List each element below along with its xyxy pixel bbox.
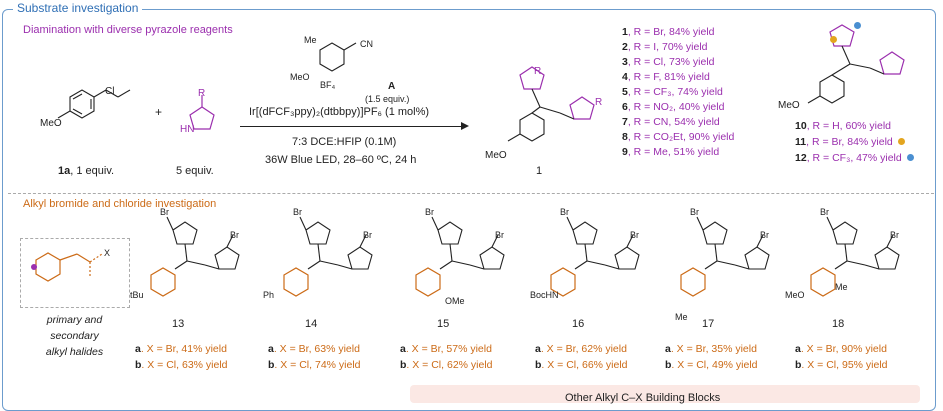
section-title-diamination: Diamination with diverse pyrazole reagen… [23, 24, 233, 36]
compound-number: 13 [172, 318, 185, 330]
catalyst-a-label: A [388, 81, 396, 92]
bromo-label: Br [160, 207, 169, 217]
catalyst-bf4: BF₄ [320, 80, 336, 90]
compound-structure [550, 216, 640, 297]
conditions-text: 36W Blue LED, 28–60 ºC, 24 h [265, 154, 417, 166]
substituent-label: Ph [263, 290, 275, 300]
substituent-label: BocHN [530, 290, 559, 300]
product-yield-item: 8, R = CO₂Et, 90% yield [622, 131, 735, 143]
product-yield-item-right: 10, R = H, 60% yield [795, 120, 892, 132]
product-yield-item: 1, R = Br, 84% yield [622, 26, 715, 38]
compound-structure [150, 216, 240, 297]
yield-line-a: a. X = Br, 41% yield [135, 343, 227, 355]
yield-line-a: a. X = Br, 62% yield [535, 343, 627, 355]
other-building-blocks-text: Other Alkyl C–X Building Blocks [565, 392, 721, 404]
product-r-right: R [595, 97, 603, 108]
substrate-1a-label: 1a, 1 equiv. [58, 165, 115, 177]
halide-generic-structure [31, 252, 103, 282]
compound-structure [283, 216, 373, 297]
halide-caption-3: alkyl halides [45, 346, 104, 358]
yield-line-b: b. X = Cl, 63% yield [135, 359, 228, 371]
catalyst-cn: CN [360, 39, 373, 49]
generic-x-label: X [104, 248, 111, 258]
blue-marker-dot [854, 22, 861, 29]
bromo-label: Br [560, 207, 569, 217]
substituent-label: tBu [130, 290, 144, 300]
product-r-left: R [534, 66, 542, 77]
halide-caption-2: secondary [50, 330, 99, 342]
compound-number: 18 [832, 318, 845, 330]
yield-line-b: b. X = Cl, 49% yield [665, 359, 758, 371]
compound-structure [680, 216, 770, 297]
pyrazole-equiv-label: 5 equiv. [176, 165, 214, 177]
compound-number: 17 [702, 318, 715, 330]
yield-marker-dot [906, 154, 914, 161]
product-1-label: 1 [536, 165, 543, 177]
compound-number: 14 [305, 318, 318, 330]
right-meo: MeO [778, 100, 800, 111]
bromo-label: Br [363, 230, 372, 240]
substituent-label: Me [675, 312, 688, 322]
frame-title: Substrate investigation [13, 1, 143, 15]
pyrazole-reagent-structure [189, 95, 215, 130]
reaction-arrow [240, 126, 465, 127]
product-1-structure [507, 66, 595, 142]
yield-line-a: a. X = Br, 90% yield [795, 343, 887, 355]
section-title-alkyl: Alkyl bromide and chloride investigation [23, 198, 217, 210]
bromo-label: Br [293, 207, 302, 217]
bromo-label: Br [890, 230, 899, 240]
yield-line-b: b. X = Cl, 95% yield [795, 359, 888, 371]
product-10-12-structure [807, 24, 905, 104]
pyrazole-hn-label: HN [180, 124, 195, 135]
bromo-label: Br [690, 207, 699, 217]
meo-label: MeO [40, 118, 62, 129]
compound-number: 16 [572, 318, 585, 330]
photocatalyst-text: Ir[(dFCF₃ppy)₂(dtbbpy)]PF₆ (1 mol%) [249, 106, 430, 118]
meo-label: MeO [785, 290, 805, 300]
orange-marker-dot [830, 36, 837, 43]
substituent-label: OMe [445, 296, 465, 306]
product-yield-item: 7, R = CN, 54% yield [622, 116, 720, 128]
product-meo: MeO [485, 150, 507, 161]
bromo-label: Br [630, 230, 639, 240]
reaction-arrow-head [461, 122, 469, 130]
yield-line-a: a. X = Br, 63% yield [268, 343, 360, 355]
yield-marker-dot [897, 138, 905, 145]
yield-line-b: b. X = Cl, 66% yield [535, 359, 628, 371]
yield-line-b: b. X = Cl, 62% yield [400, 359, 493, 371]
yield-line-b: b. X = Cl, 74% yield [268, 359, 361, 371]
bromo-label: Br [495, 230, 504, 240]
halide-generic-box [20, 238, 130, 308]
bromo-label: Br [425, 207, 434, 217]
product-yield-item: 9, R = Me, 51% yield [622, 146, 720, 158]
pyrazole-r-label: R [198, 88, 206, 99]
bromo-label: Br [230, 230, 239, 240]
chloro-label: Cl [105, 86, 115, 97]
yield-line-a: a. X = Br, 57% yield [400, 343, 492, 355]
yield-line-a: a. X = Br, 35% yield [665, 343, 757, 355]
product-yield-item: 5, R = CF₃, 74% yield [622, 86, 723, 98]
other-building-blocks-box [410, 385, 920, 403]
pyridinium-reagent-structure [319, 42, 357, 72]
bromo-label: Br [820, 207, 829, 217]
product-yield-item-right: 11, R = Br, 84% yield [795, 136, 905, 148]
compound-structure [415, 216, 505, 297]
bromo-label: Br [760, 230, 769, 240]
plus-sign: + [155, 105, 163, 119]
compound-structure [810, 216, 900, 297]
substrate-1a-structure [57, 89, 131, 119]
section-divider [8, 193, 934, 194]
product-yield-item: 2, R = I, 70% yield [622, 41, 708, 53]
halide-caption-1: primary and [46, 314, 103, 326]
product-yield-item-right: 12, R = CF₃, 47% yield [795, 152, 914, 164]
substituent-label: Me [835, 282, 848, 292]
catalyst-me-top: Me [304, 35, 317, 45]
catalyst-meo: MeO [290, 72, 310, 82]
product-yield-item: 4, R = F, 81% yield [622, 71, 710, 83]
compound-number: 15 [437, 318, 450, 330]
product-yield-item: 6, R = NO₂, 40% yield [622, 101, 725, 113]
product-yield-item: 3, R = Cl, 73% yield [622, 56, 715, 68]
solvent-text: 7:3 DCE:HFIP (0.1M) [292, 136, 397, 148]
catalyst-equiv: (1.5 equiv.) [365, 94, 410, 104]
